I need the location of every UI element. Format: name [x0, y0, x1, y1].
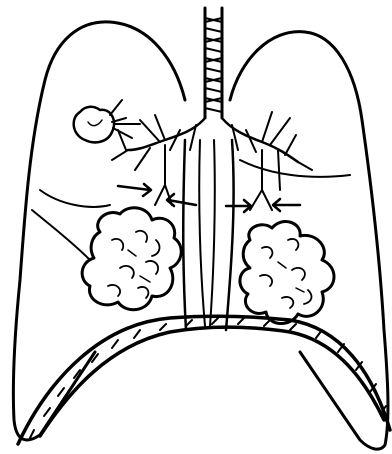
indicator-arrows	[118, 184, 300, 212]
upper-lesion	[74, 100, 140, 150]
diaphragm	[18, 316, 390, 444]
trachea	[205, 8, 222, 118]
lower-mass-left	[82, 208, 181, 310]
lower-mass-right	[240, 222, 334, 324]
mediastinum	[199, 140, 215, 326]
